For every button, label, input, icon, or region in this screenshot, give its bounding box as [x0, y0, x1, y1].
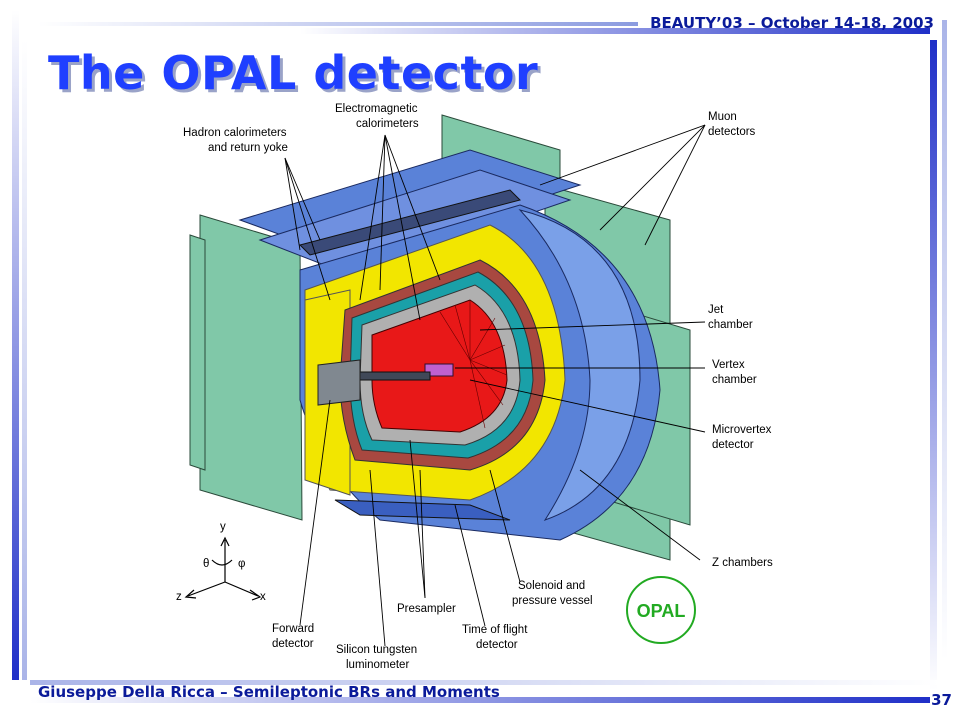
page-number: 37	[931, 691, 952, 709]
label-microvertex-1: Microvertex	[712, 424, 772, 436]
frame-right-bar	[930, 40, 937, 690]
coordinate-axes	[184, 536, 262, 601]
label-em-2: calorimeters	[356, 118, 419, 130]
axis-x-label: x	[260, 591, 266, 603]
frame-bottom-bar	[30, 680, 940, 685]
axis-phi-label: φ	[238, 558, 245, 570]
beam-pipe	[359, 371, 431, 381]
label-microvertex-2: detector	[712, 439, 754, 451]
label-muon-1: Muon	[708, 111, 737, 123]
leader-lines	[284, 124, 706, 647]
forward-detector	[317, 359, 361, 406]
label-z-chambers: Z chambers	[712, 557, 773, 569]
label-muon-2: detectors	[708, 126, 756, 138]
label-solenoid-1: Solenoid and	[518, 580, 585, 592]
opal-logo: OPAL	[626, 576, 696, 644]
label-vertex-2: chamber	[712, 374, 757, 386]
top-chamber-slab	[299, 189, 521, 256]
label-silicon-1: Silicon tungsten	[336, 644, 417, 656]
label-solenoid-2: pressure vessel	[512, 595, 593, 607]
left-muon-panel-inner	[189, 234, 206, 471]
axis-theta-label: θ	[203, 558, 209, 570]
label-tof-1: Time of flight	[462, 624, 528, 636]
vertex-chamber	[424, 363, 454, 377]
label-tof-2: detector	[476, 639, 518, 651]
label-hadron-2: and return yoke	[208, 142, 288, 154]
label-jet-1: Jet	[708, 304, 724, 316]
frame-top-bar-dark	[300, 28, 930, 34]
jet-chamber-wires	[439, 300, 508, 429]
label-em-1: Electromagnetic	[335, 103, 418, 115]
conference-header: BEAUTY’03 – October 14-18, 2003	[650, 14, 934, 32]
label-forward-1: Forward	[272, 623, 314, 635]
axis-y-label: y	[220, 521, 226, 533]
bottom-chamber-slab	[334, 499, 511, 521]
slide-title: The OPAL detector	[48, 46, 539, 100]
label-vertex-1: Vertex	[712, 359, 745, 371]
footer-author: Giuseppe Della Ricca – Semileptonic BRs …	[38, 683, 500, 701]
label-hadron-1: Hadron calorimeters	[183, 127, 287, 139]
frame-left-bar-light	[22, 40, 27, 680]
label-jet-2: chamber	[708, 319, 753, 331]
frame-left-bar	[12, 10, 19, 680]
label-forward-2: detector	[272, 638, 314, 650]
label-silicon-2: luminometer	[346, 659, 409, 671]
frame-top-bar	[38, 22, 638, 26]
frame-right-bar-light	[942, 20, 947, 660]
label-presampler: Presampler	[397, 603, 456, 615]
frame-bottom-bar-dark	[30, 697, 930, 703]
endcap-ring	[518, 209, 641, 521]
opal-logo-text: OPAL	[637, 601, 686, 621]
axis-z-label: z	[176, 591, 182, 603]
left-muon-panel	[199, 214, 303, 521]
